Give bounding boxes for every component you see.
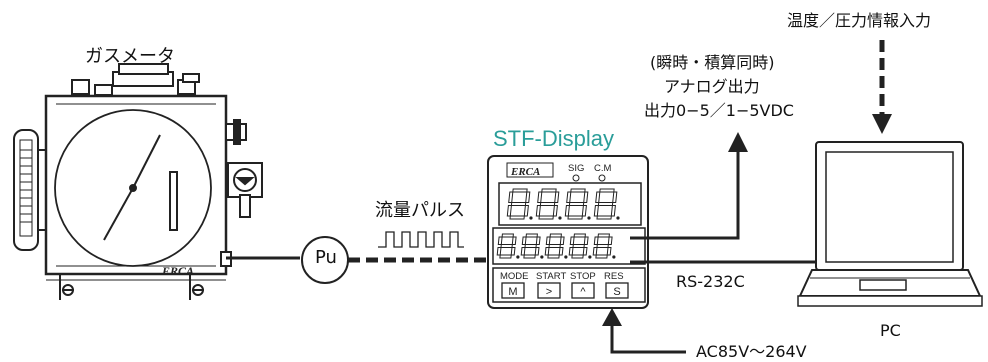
lower-digit	[568, 233, 592, 259]
device-button-mode[interactable]	[501, 282, 525, 299]
lower-digits	[496, 233, 616, 259]
pc-label: PC	[880, 321, 901, 340]
gas-meter-label: ガスメータ	[85, 46, 175, 67]
device-button-start[interactable]	[537, 282, 561, 299]
device-button-key-start: >	[546, 286, 552, 298]
pulse-waveform	[378, 231, 464, 248]
cm-led-icon	[598, 174, 606, 182]
button-label-stop: STOP	[570, 271, 596, 282]
rs232c-label: RS-232C	[676, 272, 745, 291]
button-label-start: START	[536, 271, 566, 282]
button-label-mode: MODE	[500, 271, 529, 282]
pulse-label: 流量パルス	[375, 200, 465, 221]
lower-digit	[520, 233, 544, 259]
device-brand-logo: ERCA	[510, 166, 540, 178]
lower-digit	[592, 233, 616, 259]
power-label: AC85V〜264V	[696, 342, 807, 361]
analog-label-line1: (瞬時・積算同時)	[650, 53, 775, 72]
analog-label-line2: アナログ出力	[664, 77, 760, 96]
upper-digits	[506, 188, 620, 220]
sig-label: SIG	[568, 163, 584, 174]
cm-label: C.M	[594, 163, 612, 174]
device-button-res[interactable]	[605, 282, 629, 299]
stf-display-title: STF-Display	[493, 126, 615, 151]
temp-pressure-label: 温度／圧力情報入力	[787, 11, 932, 30]
button-label-res: RES	[604, 271, 624, 282]
lower-display	[492, 227, 646, 265]
lower-digit	[544, 233, 568, 259]
upper-digit	[506, 188, 533, 220]
pc-laptop-icon	[797, 141, 983, 307]
sig-led-icon	[572, 174, 580, 182]
device-buttons: MODE M START > STOP ^ RES S	[500, 271, 629, 299]
upper-digit	[564, 188, 591, 220]
analog-label-line3: 出力0−5／1−5VDC	[644, 101, 794, 120]
device-button-stop[interactable]	[571, 282, 595, 299]
device-button-key-mode: M	[508, 286, 517, 298]
upper-digit	[535, 188, 562, 220]
lower-digit	[496, 233, 520, 259]
gas-meter	[13, 63, 263, 300]
analog-output-line	[630, 148, 740, 240]
power-arrow-icon	[602, 308, 622, 326]
analog-output-arrow-icon	[728, 132, 748, 152]
power-line	[610, 322, 686, 354]
device-button-key-stop: ^	[580, 286, 586, 298]
pu-label: Pu	[315, 247, 337, 268]
device-button-key-res: S	[613, 286, 620, 298]
meter-brand-logo: ERCA	[161, 264, 194, 278]
upper-digit	[593, 188, 620, 220]
temp-pressure-arrow-icon	[872, 114, 892, 134]
